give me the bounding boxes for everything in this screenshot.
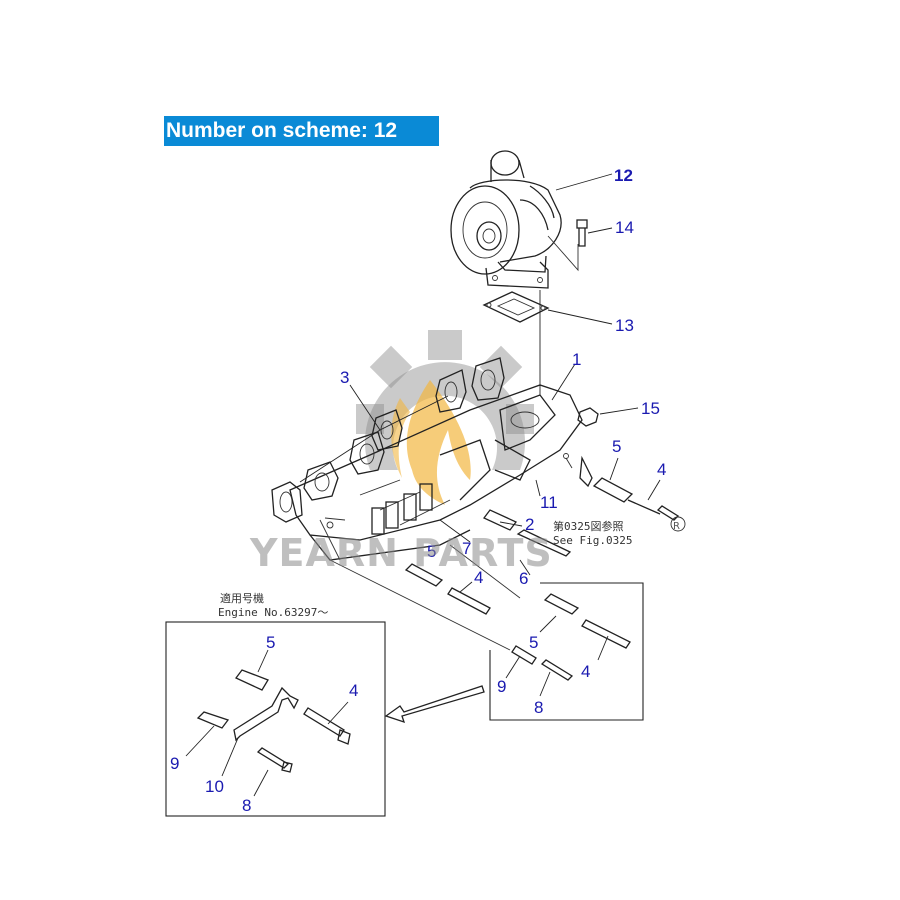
see-fig-note-jp: 第0325図参照 — [553, 519, 624, 533]
callout-14: 14 — [615, 218, 634, 237]
manifold-gaskets-part-3 — [271, 357, 505, 523]
callout-15: 15 — [641, 399, 660, 418]
nut-part-15 — [577, 407, 599, 427]
callout-10: 10 — [205, 777, 224, 796]
detail-frame-right — [489, 582, 644, 721]
callout-9-left: 9 — [170, 754, 179, 773]
callout-12: 12 — [614, 166, 633, 185]
detail-arrow — [384, 685, 485, 724]
gasket-part-13 — [482, 291, 550, 323]
exhaust-manifold-part-1 — [289, 384, 583, 561]
callout-3: 3 — [340, 368, 349, 387]
see-fig-note-en: See Fig.0325 — [553, 534, 632, 547]
scheme-number-banner: Number on scheme: 12 — [164, 116, 439, 146]
callout-7: 7 — [462, 539, 471, 558]
callout-8-right: 8 — [534, 698, 543, 717]
callout-4-left: 4 — [349, 681, 358, 700]
callout-1: 1 — [572, 350, 581, 369]
turbocharger-part-12 — [450, 150, 579, 289]
callout-13: 13 — [615, 316, 634, 335]
callout-6: 6 — [519, 569, 528, 588]
callout-2: 2 — [525, 515, 534, 534]
watermark-gear-logo — [356, 330, 534, 505]
callout-4-top: 4 — [657, 460, 666, 479]
registered-mark: R — [673, 521, 680, 532]
callout-9-right: 9 — [497, 677, 506, 696]
callout-5-mid: 5 — [427, 542, 436, 561]
callout-4-mid: 4 — [474, 568, 483, 587]
bolt-part-14 — [576, 219, 588, 247]
watermark-text: YEARN PARTS — [249, 531, 553, 575]
detail-frame-left — [165, 621, 386, 817]
leader-lines — [185, 173, 661, 797]
engine-note-jp: 適用号機 — [220, 591, 264, 605]
callout-4-right: 4 — [581, 662, 590, 681]
callout-5-right: 5 — [529, 633, 538, 652]
sleeve-and-bolt-right — [563, 453, 686, 532]
callout-8-left: 8 — [242, 796, 251, 815]
engine-note-en: Engine No.63297〜 — [218, 606, 328, 619]
callout-11: 11 — [540, 493, 558, 512]
lower-sleeves-and-bolts — [329, 509, 631, 681]
left-detail-parts — [196, 669, 351, 773]
callout-5-top: 5 — [612, 437, 621, 456]
callout-5-left: 5 — [266, 633, 275, 652]
